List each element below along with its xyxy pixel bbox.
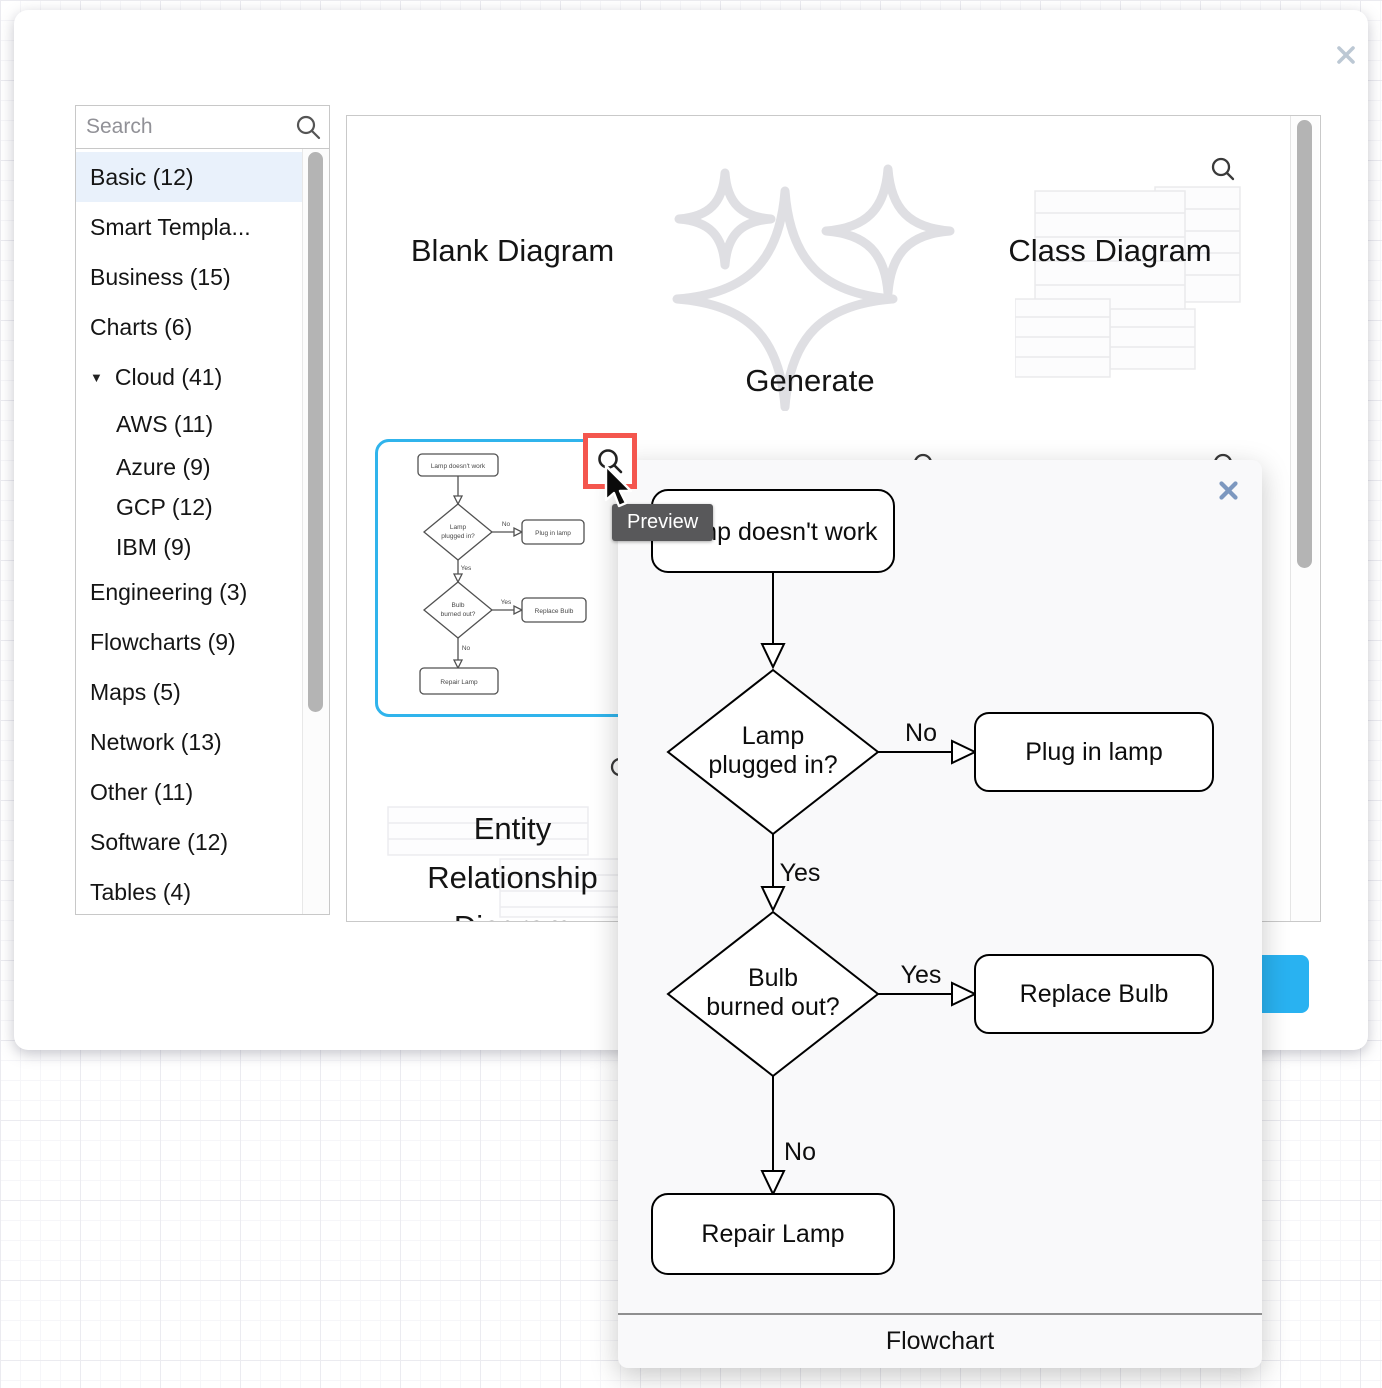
class-diagram-thumbnail [1015,186,1241,378]
card-class-diagram[interactable]: Class Diagram [1008,233,1212,268]
sidebar-item-tables[interactable]: Tables (4) [76,867,303,914]
card-blank-diagram[interactable]: Blank Diagram [410,233,615,268]
mouse-cursor-icon [604,464,633,508]
search-input[interactable] [76,114,293,140]
sparkles-icon [672,164,955,411]
caret-down-icon: ▼ [90,369,103,385]
sidebar-item-maps[interactable]: Maps (5) [76,667,303,717]
sidebar-item-label: Network (13) [90,728,222,755]
sidebar-scrollbar[interactable] [302,149,329,914]
node-decision2-label: burned out? [706,993,839,1021]
thumb-node-label: burned out? [441,611,476,618]
node-decision1-label: Lamp [742,722,805,750]
sidebar-item-other[interactable]: Other (11) [76,767,303,817]
sidebar-item-software[interactable]: Software (12) [76,817,303,867]
sidebar-item-basic[interactable]: Basic (12) [76,152,303,202]
thumb-node-label: Lamp doesn't work [431,463,486,470]
popup-close-button[interactable] [1212,474,1244,506]
sidebar-item-label: Software (12) [90,828,229,855]
sidebar-item-engineering[interactable]: Engineering (3) [76,567,303,617]
sidebar-item-label: Smart Templa... [90,213,251,240]
preview-magnifier-icon[interactable] [1210,156,1236,182]
flowchart-preview: Lamp doesn't work Lamp plugged in? No Pl… [651,489,1214,1275]
sidebar-item-label: Business (15) [90,263,231,290]
edge-no-label: No [905,719,937,747]
node-action2-label: Replace Bulb [1020,980,1169,1008]
thumb-node-label: Repair Lamp [440,679,478,686]
sidebar-item-label: Flowcharts (9) [90,628,236,655]
edge-no-label: No [784,1138,816,1166]
card-generate[interactable]: Generate [745,363,875,398]
sidebar-item-label: Tables (4) [90,878,191,905]
sidebar-item-label: Azure (9) [116,453,211,480]
thumb-node-label: Lamp [450,524,467,531]
thumb-node-label: Plug in lamp [535,530,571,537]
sidebar-item-charts[interactable]: Charts (6) [76,302,303,352]
node-end-label: Repair Lamp [701,1220,844,1248]
sidebar-item-label: Cloud (41) [114,363,223,390]
sidebar-item-label: IBM (9) [116,533,192,560]
popup-template-name: Flowchart [885,1327,995,1355]
sidebar-item-smart-templates[interactable]: Smart Templa... [76,202,303,252]
sidebar-item-label: Other (11) [90,778,194,805]
sidebar-item-label: Charts (6) [90,313,193,340]
sidebar-item-label: AWS (11) [116,411,214,437]
erd-thumbnail [387,806,621,918]
thumb-edge-label: Yes [461,565,472,572]
gallery-scrollbar[interactable] [1290,116,1319,921]
search-icon [296,115,321,140]
edge-yes-label: Yes [780,859,821,887]
template-preview-popup: Lamp doesn't work Lamp plugged in? No Pl… [618,460,1262,1368]
thumb-edge-label: No [502,521,511,528]
dialog-close-button[interactable] [1328,37,1364,73]
card-entity-relationship[interactable]: Entity Relationship Diagram [427,811,598,921]
node-action1-label: Plug in lamp [1025,738,1163,766]
sidebar-scrollbar-thumb[interactable] [308,152,323,712]
gallery-scrollbar-thumb[interactable] [1297,120,1312,568]
sidebar-item-aws[interactable]: AWS (11) [76,402,303,447]
sidebar-item-label: Engineering (3) [90,578,248,605]
close-icon [1218,480,1238,500]
flowchart-thumbnail: Lamp doesn't work Lamp plugged in? No Pl… [417,453,587,695]
sidebar-item-network[interactable]: Network (13) [76,717,303,767]
thumb-edge-label: Yes [501,599,512,606]
close-icon [1337,46,1355,64]
popup-footer-divider [618,1313,1262,1315]
node-decision2-label: Bulb [748,964,798,992]
sidebar-item-label: Maps (5) [90,678,181,705]
category-list: Basic (12) Smart Templa... Business (15)… [75,149,330,915]
thumb-edge-label: No [462,645,471,652]
sidebar-item-flowcharts[interactable]: Flowcharts (9) [76,617,303,667]
sidebar-item-business[interactable]: Business (15) [76,252,303,302]
sidebar-item-label: GCP (12) [116,493,213,520]
thumb-node-label: Bulb [451,602,464,609]
edge-yes-label: Yes [901,961,942,989]
sidebar-item-cloud[interactable]: ▼ Cloud (41) [76,352,303,402]
sidebar-item-label: Basic (12) [90,163,194,190]
sidebar-item-azure[interactable]: Azure (9) [76,447,303,487]
thumb-node-label: Replace Bulb [535,608,574,615]
node-decision1-label: plugged in? [708,751,837,779]
thumb-node-label: plugged in? [441,533,475,540]
tooltip-label: Preview [627,511,699,533]
preview-tooltip: Preview [612,504,714,541]
sidebar-item-ibm[interactable]: IBM (9) [76,527,303,567]
sidebar-item-gcp[interactable]: GCP (12) [76,487,303,527]
sidebar-search [75,105,330,149]
